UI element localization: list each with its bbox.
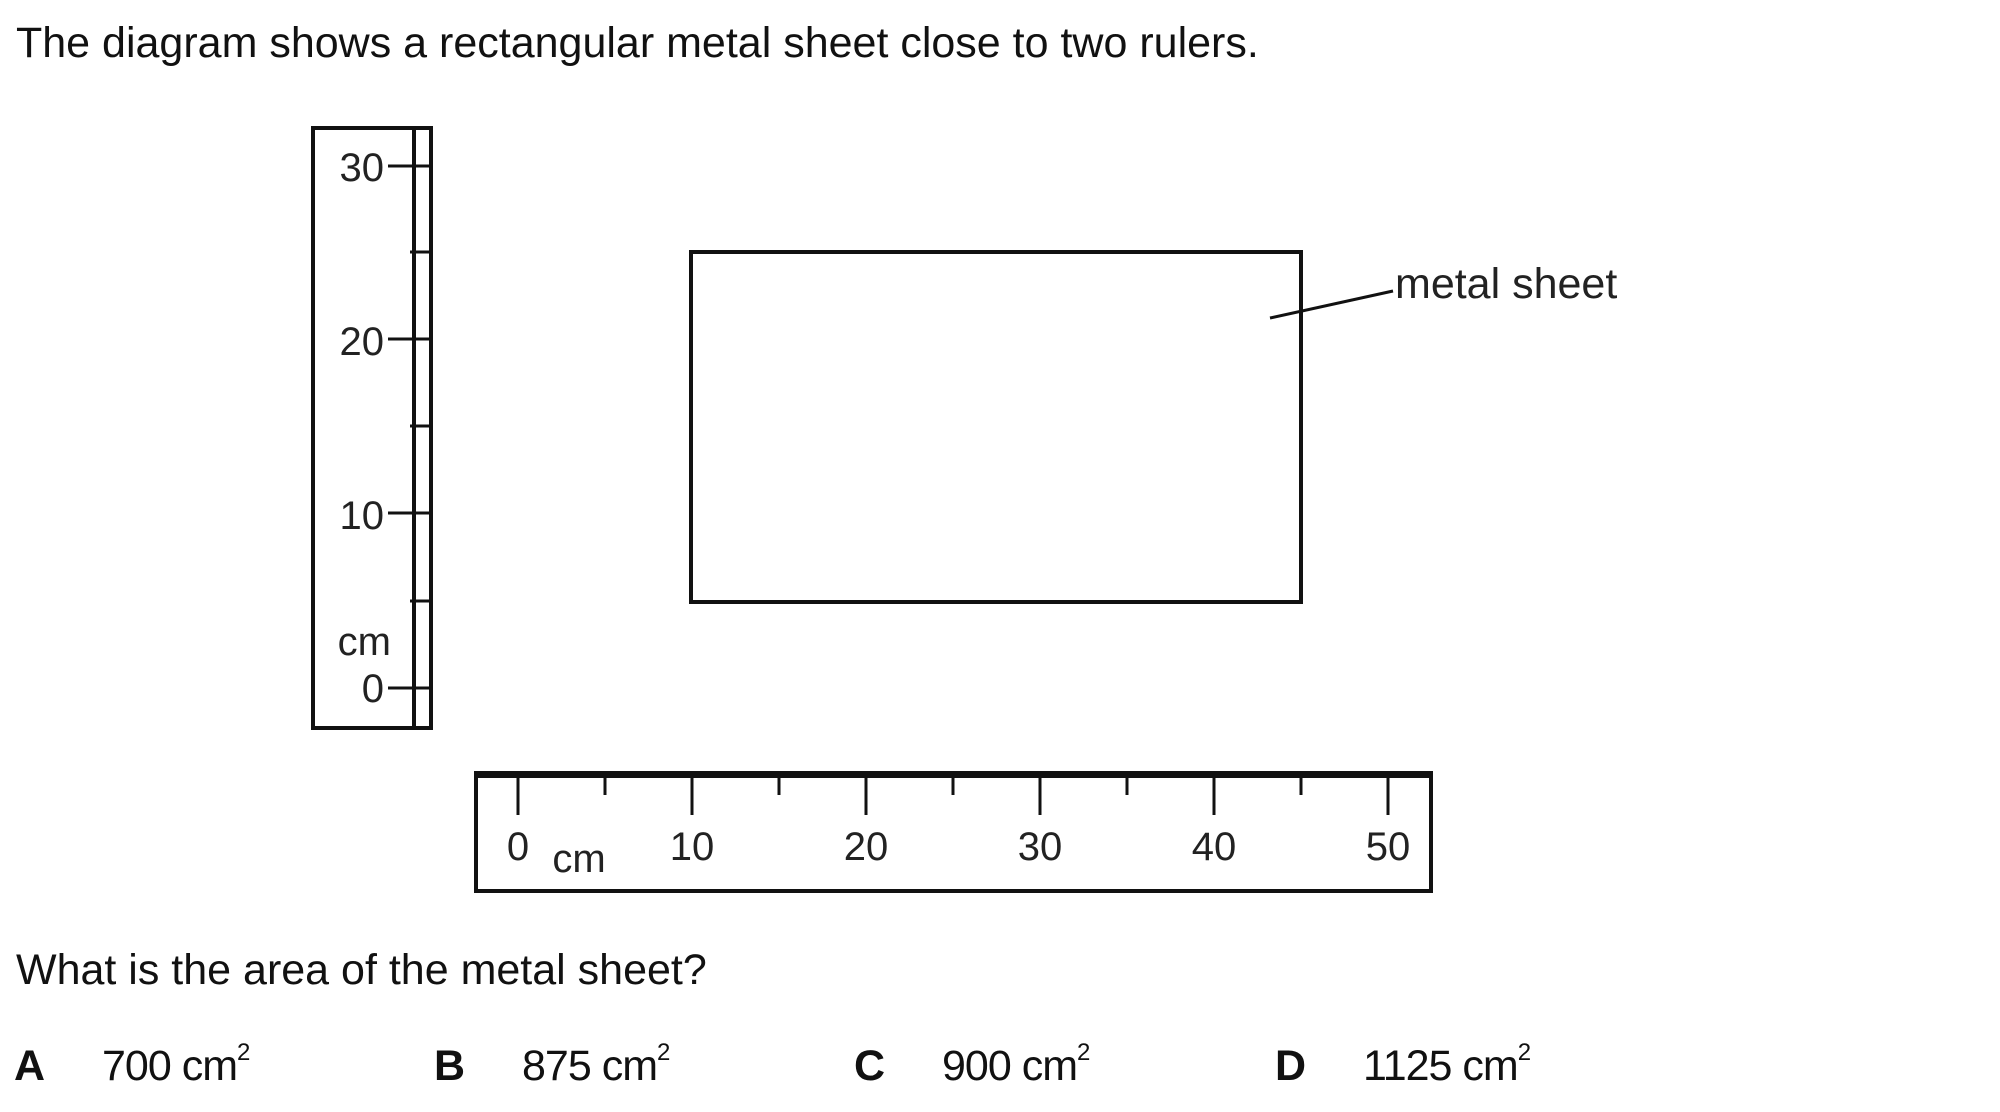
- option-c-letter: C: [854, 1042, 886, 1090]
- metal-sheet-label: metal sheet: [1395, 260, 1617, 308]
- option-c-exponent: 2: [1077, 1039, 1091, 1066]
- vertical-ruler-unit: cm: [338, 620, 391, 664]
- horizontal-ruler-label-50: 50: [1366, 825, 1411, 869]
- option-d-letter: D: [1275, 1042, 1307, 1090]
- option-b-letter: B: [434, 1042, 466, 1090]
- question-statement: The diagram shows a rectangular metal sh…: [16, 19, 1259, 67]
- option-d-value: 1125 cm2: [1363, 1041, 1531, 1090]
- horizontal-ruler-label-40: 40: [1192, 825, 1237, 869]
- option-a-value: 700 cm2: [102, 1041, 250, 1090]
- horizontal-ruler-label-0: 0: [507, 825, 529, 869]
- option-a-amount: 700 cm: [102, 1042, 238, 1090]
- option-b-amount: 875 cm: [522, 1042, 658, 1090]
- horizontal-ruler: 0 10 20 30 40 50 cm: [474, 771, 1433, 893]
- option-d-exponent: 2: [1517, 1039, 1532, 1066]
- metal-sheet: [689, 250, 1303, 604]
- vertical-ruler: 0 10 20 30 cm: [311, 126, 433, 730]
- vertical-ruler-label-20: 20: [340, 320, 385, 364]
- vertical-ruler-frame: [311, 126, 433, 730]
- question-prompt: What is the area of the metal sheet?: [16, 946, 707, 994]
- option-a-exponent: 2: [237, 1039, 251, 1066]
- option-b-exponent: 2: [657, 1039, 671, 1066]
- diagram: 0 10 20 30 cm metal sheet 0 10 20 30 40 …: [311, 126, 1617, 893]
- option-c-value: 900 cm2: [942, 1041, 1090, 1090]
- vertical-ruler-label-30: 30: [340, 146, 385, 190]
- vertical-ruler-label-10: 10: [340, 494, 385, 538]
- metal-sheet-pointer: [1269, 289, 1394, 320]
- option-d-amount: 1125 cm: [1363, 1042, 1519, 1090]
- horizontal-ruler-label-30: 30: [1018, 825, 1063, 869]
- option-b-value: 875 cm2: [522, 1041, 670, 1090]
- horizontal-ruler-unit: cm: [552, 837, 605, 881]
- vertical-ruler-label-0: 0: [362, 667, 384, 711]
- option-a-letter: A: [14, 1042, 46, 1090]
- horizontal-ruler-label-10: 10: [670, 825, 715, 869]
- option-c-amount: 900 cm: [942, 1042, 1078, 1090]
- horizontal-ruler-label-20: 20: [844, 825, 889, 869]
